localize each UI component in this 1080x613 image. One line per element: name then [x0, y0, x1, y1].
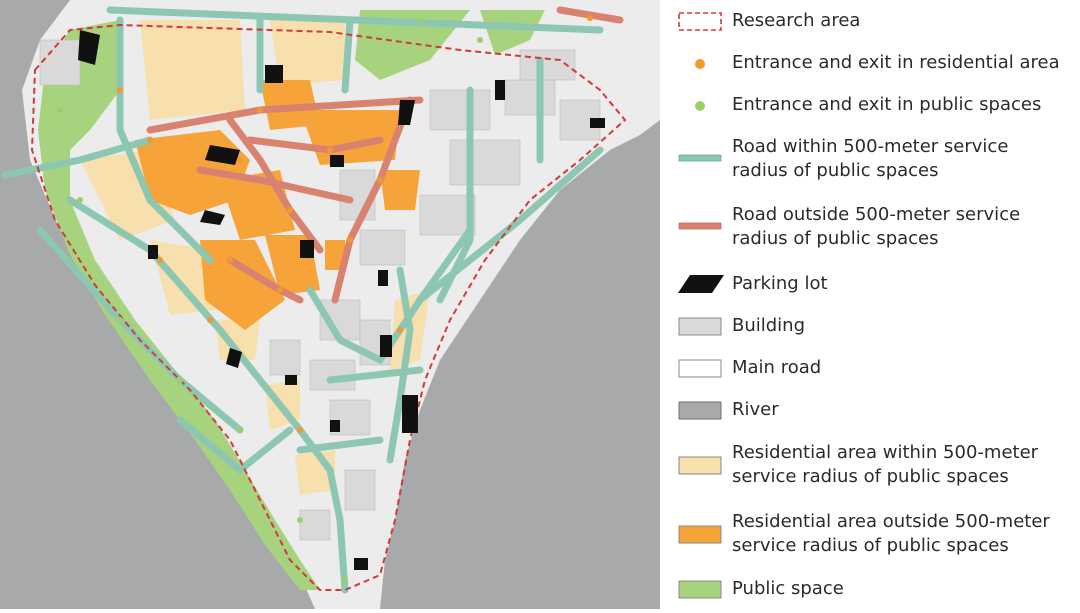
parking-lot-icon — [678, 275, 724, 293]
legend-item-research-area: Research area — [668, 8, 1080, 34]
legend-item-public-space: Public space — [668, 576, 1080, 602]
legend-item-entrance-public: Entrance and exit in public spaces — [668, 92, 1080, 118]
legend-item-main-road: Main road — [668, 355, 1080, 381]
legend-label-line2: service radius of public spaces — [732, 466, 1009, 487]
orange-dot-icon — [695, 59, 705, 69]
legend-label-line2: radius of public spaces — [732, 228, 939, 249]
legend-label: Public space — [732, 578, 844, 599]
river-west — [0, 0, 315, 609]
legend-item-road-outside: Road outside 500-meter service radius of… — [668, 202, 1080, 254]
research-area-symbol — [678, 12, 722, 31]
public-space-symbol — [678, 580, 722, 599]
river-east — [380, 120, 660, 609]
road-outside-symbol — [678, 222, 722, 230]
legend-label: Entrance and exit in public spaces — [732, 94, 1042, 115]
legend-label: Research area — [732, 10, 861, 31]
legend-label: Main road — [732, 357, 822, 378]
map-legend: Research area Entrance and exit in resid… — [668, 0, 1080, 609]
legend-label-line1: Residential area within 500-meter — [732, 442, 1039, 463]
public-space-north2 — [480, 10, 545, 55]
legend-item-entrance-residential: Entrance and exit in residential area — [668, 50, 1080, 76]
legend-item-river: River — [668, 397, 1080, 423]
residential-outside-symbol — [678, 525, 722, 544]
river-symbol — [678, 401, 722, 420]
green-dot-icon — [695, 101, 705, 111]
legend-item-residential-outside: Residential area outside 500-meter servi… — [668, 509, 1080, 561]
legend-item-parking-lot: Parking lot — [668, 271, 1080, 297]
building-symbol — [678, 317, 722, 336]
legend-item-residential-within: Residential area within 500-meter servic… — [668, 440, 1080, 492]
legend-label: Building — [732, 315, 806, 336]
legend-label-line1: Road within 500-meter service — [732, 136, 1009, 157]
legend-label-line1: Residential area outside 500-meter — [732, 511, 1050, 532]
legend-item-building: Building — [668, 313, 1080, 339]
public-space-north — [355, 10, 470, 80]
legend-label-line2: radius of public spaces — [732, 160, 939, 181]
legend-label-line2: service radius of public spaces — [732, 535, 1009, 556]
residential-within-symbol — [678, 456, 722, 475]
legend-label: Entrance and exit in residential area — [732, 52, 1060, 73]
map-canvas — [0, 0, 660, 609]
legend-item-road-within: Road within 500-meter service radius of … — [668, 134, 1080, 186]
legend-label: River — [732, 399, 779, 420]
legend-label: Parking lot — [732, 273, 828, 294]
road-within-symbol — [678, 154, 722, 162]
map — [0, 0, 660, 609]
main-road-symbol — [678, 359, 722, 378]
legend-label-line1: Road outside 500-meter service — [732, 204, 1021, 225]
